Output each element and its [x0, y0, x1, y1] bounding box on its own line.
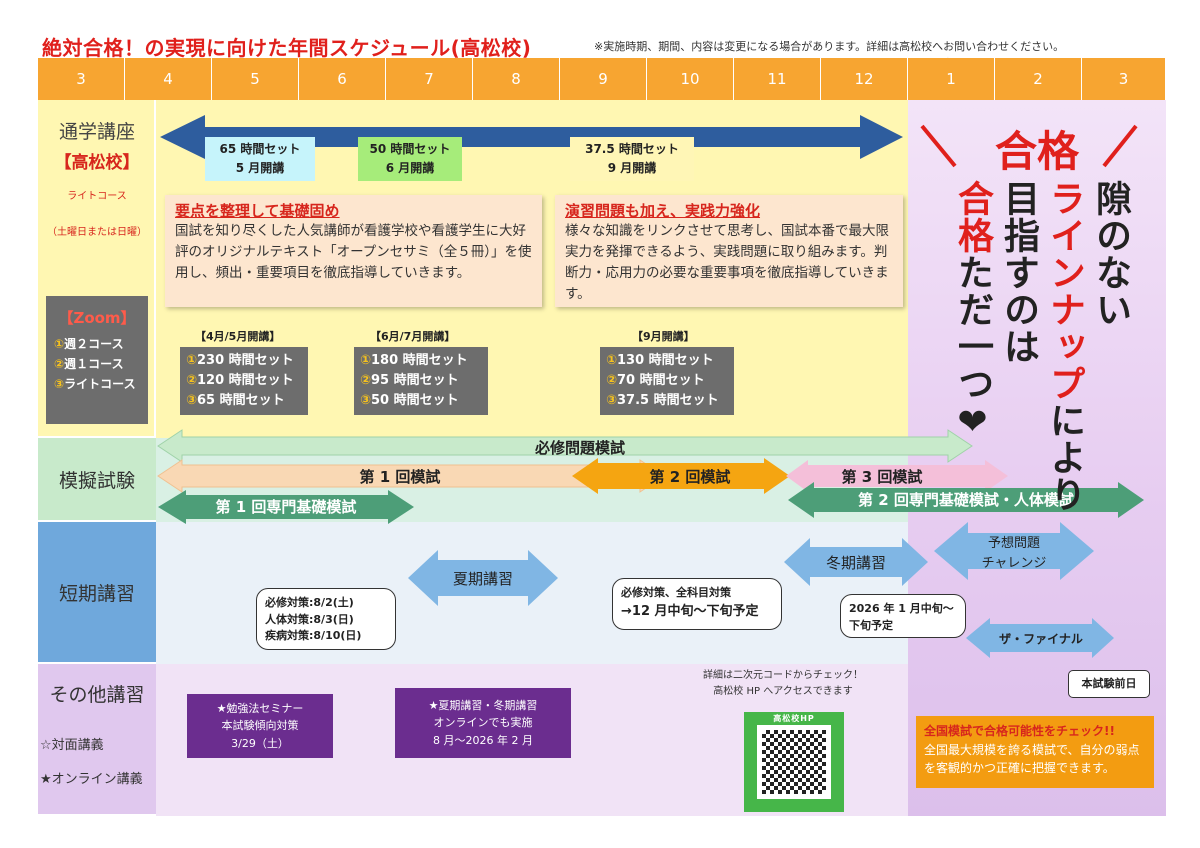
- zoom-group-box: ①230 時間セット ②120 時間セット ③65 時間セット: [180, 347, 308, 415]
- final-arrow: [966, 618, 1114, 658]
- month-cell: 12: [821, 58, 908, 100]
- basic2-label: 第 2 回専門基礎模試・人体模試: [858, 491, 1074, 509]
- required-mock-arrow: [157, 429, 973, 463]
- card-practice: 演習問題も加え、実践力強化 様々な知識をリンクさせて思考し、国試本番で最大限実力…: [555, 195, 903, 307]
- mock3-arrow: [786, 460, 1008, 492]
- zoom-title: 【Zoom】: [58, 309, 136, 327]
- required-mock-label: 必修問題模試: [534, 439, 625, 457]
- basic1-arrow: [158, 490, 414, 524]
- slogan-col-3: 目指すのは: [998, 180, 1039, 365]
- forecast-arrow: [934, 522, 1094, 580]
- slash-left: [920, 124, 957, 168]
- zoom-box: 【Zoom】 ①週２コース ②週１コース ③ライトコース: [46, 296, 148, 424]
- card-body: 国試を知り尽くした人気講師が看護学校や看護学生に大好評のオリジナルテキスト「オー…: [175, 223, 532, 281]
- short-label: 短期講習: [38, 522, 156, 664]
- card-basics: 要点を整理して基礎固め 国試を知り尽くした人気講師が看護学校や看護学生に大好評の…: [165, 195, 542, 307]
- zoom-group-label: 【9月開講】: [632, 330, 695, 343]
- slogan-col-2: ラインナップにより: [1044, 180, 1085, 513]
- card-heading: 要点を整理して基礎固め: [175, 202, 340, 220]
- month-cell: 9: [560, 58, 647, 100]
- card-body: 様々な知識をリンクさせて思考し、国試本番で最大限実力を発揮できるよう、実践問題に…: [565, 223, 889, 302]
- qr-note: 詳細は二次元コードからチェック！高松校 HP へアクセスできます: [703, 670, 863, 697]
- online-legend: ★オンライン講義: [40, 772, 143, 787]
- mock2-label: 第 2 回模試: [649, 468, 731, 486]
- national-mock-box: 全国模試で合格可能性をチェック!! 全国最大規模を誇る模試で、自分の弱点を客観的…: [916, 716, 1154, 788]
- month-cell: 11: [734, 58, 821, 100]
- final-label: ザ・ファイナル: [999, 632, 1083, 646]
- school-label: 【高松校】: [54, 153, 140, 173]
- summer-arrow: [408, 550, 558, 606]
- month-cell: 3: [38, 58, 125, 100]
- zoom-course: ②週１コース: [54, 356, 124, 371]
- face-legend: ☆対面講義: [40, 738, 104, 753]
- mock3-label: 第 3 回模試: [841, 468, 923, 486]
- winter-label: 冬期講習: [825, 554, 886, 572]
- slogan-big: 合格: [994, 127, 1079, 176]
- month-cell: 8: [473, 58, 560, 100]
- month-cell: 5: [212, 58, 299, 100]
- month-cell: 4: [125, 58, 212, 100]
- qr-frame-text: 高松校HP: [773, 714, 815, 723]
- month-cell: 1: [908, 58, 995, 100]
- exam-eve-box: 本試験前日: [1068, 670, 1150, 698]
- month-cell: 3: [1082, 58, 1166, 100]
- basic1-label: 第 1 回専門基礎模試: [215, 498, 357, 516]
- notice-text: ※実施時期、期間、内容は変更になる場合があります。詳細は高松校へお問い合わせくだ…: [594, 40, 1065, 53]
- other-label: その他講習: [38, 664, 156, 816]
- bubble-summer: 必修対策:8/2(土)人体対策:8/3(日)疾病対策:8/10(日): [256, 588, 396, 650]
- heart-icon: ❤: [952, 402, 993, 444]
- month-cell: 6: [299, 58, 386, 100]
- page-title: 絶対合格！の実現に向けた年間スケジュール(高松校): [42, 36, 532, 60]
- mock1-label: 第 1 回模試: [359, 468, 441, 486]
- zoom-group-label: 【6月/7月開講】: [370, 330, 456, 343]
- bubble-winter: 必修対策、全科目対策→12 月中旬～下旬予定: [612, 578, 782, 630]
- zoom-course: ①週２コース: [54, 336, 124, 351]
- forecast-label: 予想問題チャレンジ: [981, 536, 1047, 571]
- slogan-col-4: 合格ただ一つ❤: [952, 180, 993, 444]
- slash-right: [1102, 124, 1138, 168]
- zoom-group-box: ①180 時間セット ②95 時間セット ③50 時間セット: [354, 347, 488, 415]
- month-cell: 10: [647, 58, 734, 100]
- slogan-col-1: 隙のない: [1090, 180, 1131, 328]
- commute-arrow: [160, 115, 903, 159]
- qr-code-icon[interactable]: [762, 730, 826, 794]
- bubble-january: 2026 年 1 月中旬～下旬予定: [840, 594, 966, 638]
- days-label: （土曜日または日曜）: [47, 227, 147, 238]
- card-heading: 演習問題も加え、実践力強化: [565, 202, 761, 220]
- winter-arrow: [784, 538, 928, 586]
- month-cell: 2: [995, 58, 1082, 100]
- mock2-arrow: [572, 458, 790, 494]
- commute-label: 通学講座: [58, 121, 135, 143]
- zoom-group-label: 【4月/5月開講】: [195, 330, 281, 343]
- zoom-course: ③ライトコース: [54, 377, 136, 392]
- mock-label: 模擬試験: [38, 438, 156, 522]
- course-label: ライトコース: [67, 191, 127, 202]
- basic2-arrow: [788, 482, 1144, 518]
- summer-label: 夏期講習: [452, 570, 513, 588]
- month-cell: 7: [386, 58, 473, 100]
- zoom-group-box: ①130 時間セット ②70 時間セット ③37.5 時間セット: [600, 347, 734, 415]
